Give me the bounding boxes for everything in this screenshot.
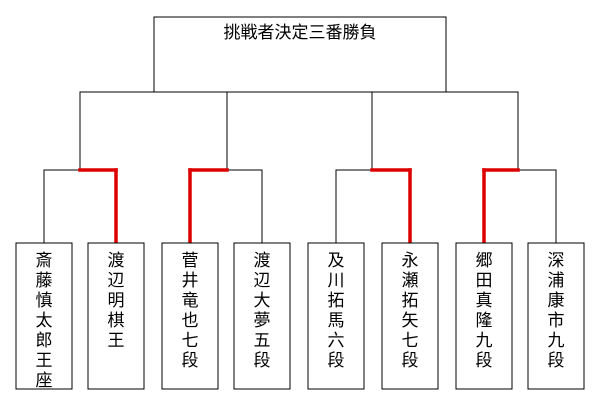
- title-box-border: [153, 16, 447, 93]
- player-name: 永瀬拓矢七段: [402, 251, 419, 371]
- player-box-border: [161, 242, 219, 390]
- player-box: 永瀬拓矢七段: [381, 242, 439, 390]
- player-name: 菅井竜也七段: [182, 251, 199, 371]
- title-box: 挑戦者決定三番勝負: [153, 16, 447, 93]
- player-box: 及川拓馬六段: [307, 242, 365, 390]
- player-box: 菅井竜也七段: [161, 242, 219, 390]
- player-boxes: 斎藤慎太郎王座 渡辺明棋王 菅井竜也七段 渡辺大夢五段 及川拓馬六段 永瀬拓矢七段 郷田真隆…: [15, 242, 585, 391]
- player-name: 及川拓馬六段: [328, 251, 345, 371]
- bracket-title: 挑戦者決定三番勝負: [224, 23, 377, 43]
- player-box-border: [381, 242, 439, 390]
- player-box: 深浦康市九段: [527, 242, 585, 390]
- player-box: 斎藤慎太郎王座: [15, 242, 73, 391]
- player-box-border: [15, 242, 73, 390]
- player-name: 深浦康市九段: [548, 251, 565, 371]
- player-name: 渡辺明棋王: [108, 251, 125, 351]
- player-box-border: [527, 242, 585, 390]
- player-box: 渡辺明棋王: [87, 242, 145, 390]
- player-box: 渡辺大夢五段: [233, 242, 291, 390]
- player-name: 渡辺大夢五段: [254, 251, 271, 371]
- player-box-border: [455, 242, 513, 390]
- player-name: 郷田真隆九段: [476, 251, 493, 371]
- bracket-lines: [43, 91, 557, 245]
- player-box-border: [87, 242, 145, 390]
- player-box: 郷田真隆九段: [455, 242, 513, 390]
- player-name: 斎藤慎太郎王座: [36, 251, 53, 391]
- player-box-border: [233, 242, 291, 390]
- player-box-border: [307, 242, 365, 390]
